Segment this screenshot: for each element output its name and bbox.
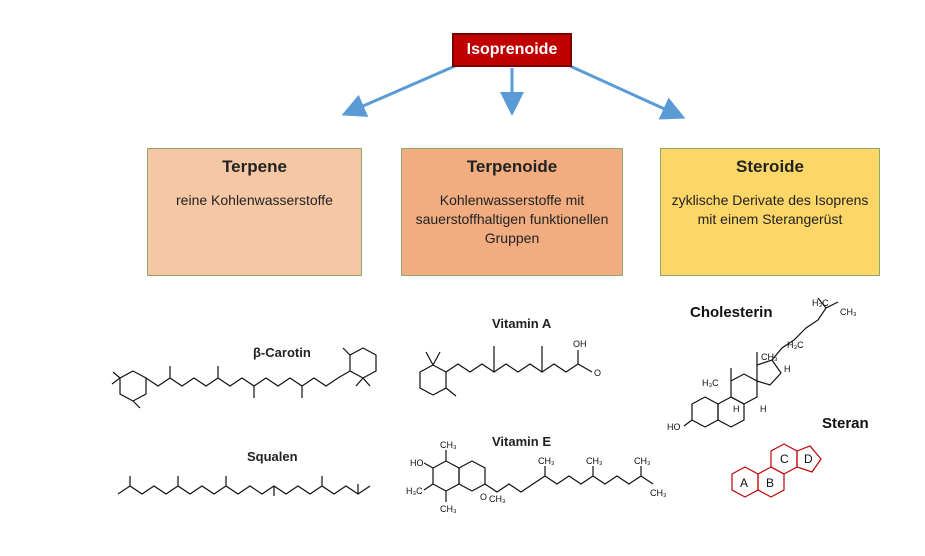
cholesterin-ch3-ring: CH₃: [761, 352, 778, 362]
steran-ring-d: D: [804, 452, 813, 466]
vitamin-a-oh: OH: [573, 339, 587, 349]
vitamin-e-ch3-top: CH₃: [440, 440, 457, 450]
category-terpenoide-title: Terpenoide: [466, 157, 558, 176]
arrow-to-terpene: [341, 64, 456, 117]
steran-ring-c: C: [780, 452, 789, 466]
vitamin-e-ch3-a: CH₃: [538, 456, 555, 466]
category-steroide: Steroide zyklische Derivate des Isoprens…: [660, 148, 880, 276]
vitamin-e-ch3-bottom: CH₃: [440, 504, 457, 514]
cholesterin-ho: HO: [667, 422, 681, 432]
cholesterin-ch3-top: CH₃: [840, 307, 857, 317]
label-carotin: β-Carotin: [253, 345, 311, 360]
vitamin-e-structure: [423, 450, 654, 502]
label-vitamin-e: Vitamin E: [492, 434, 552, 449]
cholesterin-h-c: H: [760, 404, 767, 414]
steran-ring-a: A: [740, 476, 748, 490]
category-steroide-description: zyklische Derivate des Isoprens mit eine…: [671, 192, 869, 227]
vitamin-a-structure: [419, 346, 593, 397]
vitamin-a-o: O: [594, 368, 601, 378]
root-node-isoprenoide: Isoprenoide: [452, 33, 572, 67]
cholesterin-h-b: H: [733, 404, 740, 414]
category-terpene: Terpene reine Kohlenwasserstoffe: [147, 148, 362, 276]
cholesterin-structure: [683, 297, 839, 428]
vitamin-e-ch3-b: CH₃: [586, 456, 603, 466]
vitamin-e-o: O: [480, 492, 487, 502]
category-terpene-title: Terpene: [222, 157, 287, 176]
label-cholesterin: Cholesterin: [690, 304, 773, 321]
vitamin-e-ch3-d: CH₃: [650, 488, 667, 498]
category-steroide-title: Steroide: [735, 157, 805, 176]
category-terpenoide: Terpenoide Kohlenwasserstoffe mit sauers…: [401, 148, 623, 276]
vitamin-e-ch3-ring: CH₃: [489, 494, 506, 504]
category-terpenoide-description: Kohlenwasserstoffe mit sauerstoffhaltige…: [415, 192, 609, 246]
cholesterin-h3c-ring: H₃C: [702, 378, 719, 388]
carotin-structure: [111, 347, 377, 409]
cholesterin-h3c-side: H₃C: [787, 340, 804, 350]
label-vitamin-a: Vitamin A: [492, 316, 552, 331]
category-terpene-description: reine Kohlenwasserstoffe: [176, 192, 333, 208]
squalen-structure: [117, 476, 371, 496]
steran-structure: [731, 443, 822, 498]
label-steran: Steran: [822, 415, 869, 432]
cholesterin-h3c-top: H₃C: [812, 298, 829, 308]
vitamin-e-h3c: H₃C: [406, 486, 423, 496]
arrow-to-steroide: [569, 64, 686, 120]
label-squalen: Squalen: [247, 449, 298, 464]
vitamin-e-ho: HO: [410, 458, 424, 468]
cholesterin-h-a: H: [784, 364, 791, 374]
steran-ring-b: B: [766, 476, 774, 490]
vitamin-e-ch3-c: CH₃: [634, 456, 651, 466]
